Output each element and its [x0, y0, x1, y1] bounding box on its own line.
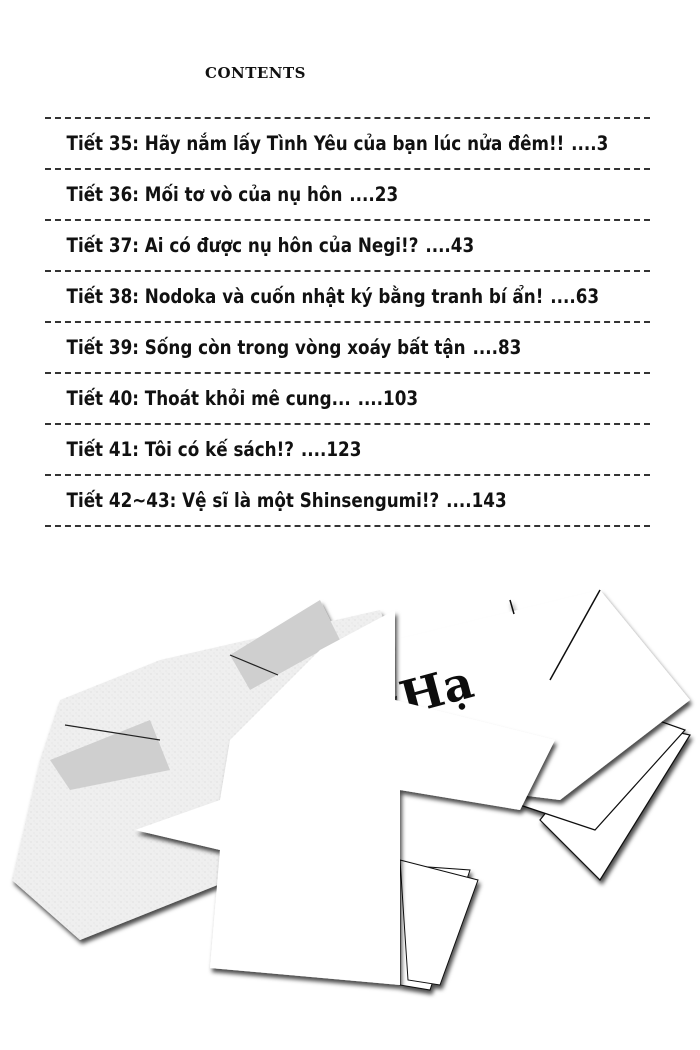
- entry-page: ....123: [300, 438, 362, 461]
- entry-title: Tiết 38: Nodoka và cuốn nhật ký bằng tra…: [66, 285, 544, 308]
- entry-page: ....103: [357, 387, 419, 410]
- entry-page: ....43: [425, 234, 475, 257]
- entry-title: Tiết 35: Hãy nắm lấy Tình Yêu của bạn lú…: [66, 132, 565, 155]
- toc-entry-39: Tiết 39: Sống còn trong vòng xoáy bất tậ…: [45, 323, 565, 372]
- divider: [45, 168, 650, 170]
- bottom-card-stack: [399, 859, 479, 991]
- divider: [45, 372, 650, 374]
- divider: [45, 525, 650, 527]
- entry-title: Tiết 42~43: Vệ sĩ là một Shinsengumi!?: [66, 489, 440, 512]
- toc-entry-38: Tiết 38: Nodoka và cuốn nhật ký bằng tra…: [45, 272, 600, 321]
- divider: [45, 117, 650, 119]
- divider: [45, 474, 650, 476]
- toc-entry-42-43: Tiết 42~43: Vệ sĩ là một Shinsengumi!?..…: [45, 476, 565, 525]
- toc-entry-40: Tiết 40: Thoát khỏi mê cung... ....103: [45, 374, 565, 423]
- entry-title: Tiết 40: Thoát khỏi mê cung...: [66, 387, 351, 410]
- entry-title: Tiết 36: Mối tơ vò của nụ hôn: [66, 183, 343, 206]
- table-of-contents: Tiết 35: Hãy nắm lấy Tình Yêu của bạn lú…: [45, 117, 650, 527]
- entry-page: ....63: [550, 285, 600, 308]
- entry-page: ....143: [446, 489, 507, 512]
- paper-cards-illustration: Hạ: [12, 589, 691, 991]
- white-cross-card: [135, 610, 555, 985]
- divider: [45, 219, 650, 221]
- entry-title: Tiết 37: Ai có được nụ hôn của Negi!?: [66, 234, 419, 257]
- contents-heading: CONTENTS: [205, 64, 307, 82]
- divider: [45, 270, 650, 272]
- toc-entry-35: Tiết 35: Hãy nắm lấy Tình Yêu của bạn lú…: [45, 119, 609, 168]
- toc-entry-36: Tiết 36: Mối tơ vò của nụ hôn ....23: [45, 170, 565, 219]
- entry-title: Tiết 41: Tôi có kế sách!?: [66, 438, 294, 461]
- toc-entry-41: Tiết 41: Tôi có kế sách!? ....123: [45, 425, 565, 474]
- divider: [45, 423, 650, 425]
- entry-page: ....83: [472, 336, 522, 359]
- entry-title: Tiết 39: Sống còn trong vòng xoáy bất tậ…: [66, 336, 466, 359]
- toc-entry-37: Tiết 37: Ai có được nụ hôn của Negi!?...…: [45, 221, 565, 270]
- entry-page: ....3: [571, 132, 609, 155]
- entry-page: ....23: [349, 183, 399, 206]
- divider: [45, 321, 650, 323]
